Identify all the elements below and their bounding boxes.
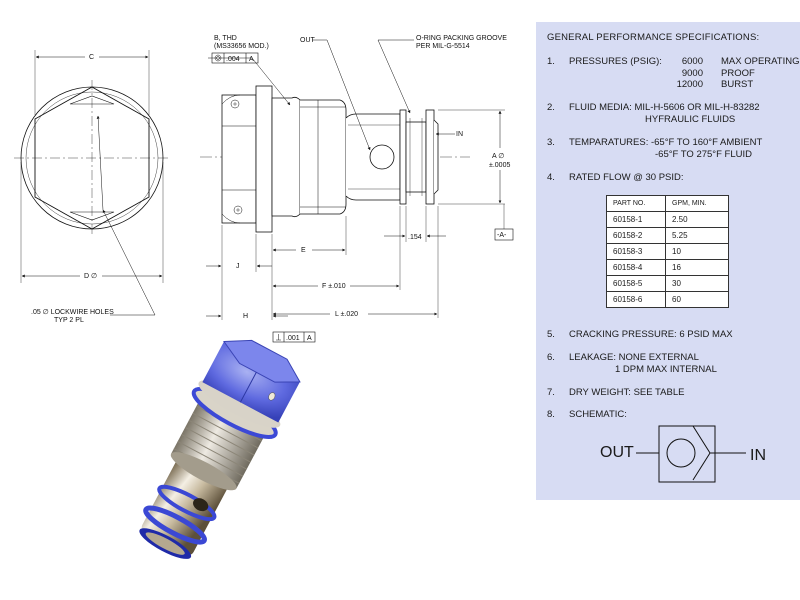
perp-tolerance-value: .001	[286, 335, 300, 342]
spec-cracking-pressure: 5. CRACKING PRESSURE: 6 PSID MAX	[547, 329, 797, 343]
spec-label-cont: HYFRAULIC FLUIDS	[645, 113, 736, 125]
spec-label: SCHEMATIC:	[569, 409, 627, 420]
schematic-box	[658, 425, 716, 483]
thread-tolerance-value: .004	[226, 56, 240, 63]
table-row: 60158-3 10	[606, 243, 729, 260]
spec-leakage: 6. LEAKAGE: NONE EXTERNAL 1 DPM MAX INTE…	[547, 352, 797, 376]
dim-c-label: C	[89, 54, 94, 61]
spec-label: FLUID MEDIA: MIL-H-5606 OR MIL-H-83282	[569, 102, 760, 113]
dim-e-label: E	[301, 247, 306, 254]
datum-a: -A-	[497, 232, 507, 239]
specifications-title: GENERAL PERFORMANCE SPECIFICATIONS:	[547, 32, 760, 43]
schematic-seat-icon	[692, 425, 711, 481]
in-port-label: IN	[456, 131, 463, 138]
spec-schematic: 8. SCHEMATIC:	[547, 409, 797, 423]
spec-label: TEMPARATURES: -65°F TO 160°F AMBIENT	[569, 137, 763, 148]
pressure-desc: BURST	[721, 79, 754, 90]
pressure-desc: MAX OPERATING	[721, 56, 800, 67]
thread-note-line2: (MS33656 MOD.)	[214, 43, 269, 50]
side-view-flange	[255, 85, 273, 233]
thread-note-line1: B, THD	[214, 35, 237, 42]
dim-a-tolerance: ±.0005	[489, 162, 510, 169]
table-row: 60158-4 16	[606, 259, 729, 276]
spec-pressures: 1. PRESSURES (PSIG): 6000 MAX OPERATING …	[547, 56, 800, 96]
schematic-in-label: IN	[750, 447, 766, 464]
pressure-desc: PROOF	[721, 67, 755, 79]
schematic-out-label: OUT	[600, 444, 634, 461]
side-view-out-port	[369, 144, 395, 170]
perp-tolerance-datum: A	[307, 335, 312, 342]
spec-label: DRY WEIGHT: SEE TABLE	[569, 387, 685, 398]
spec-number: 5.	[547, 329, 555, 340]
specifications-panel: GENERAL PERFORMANCE SPECIFICATIONS: 1. P…	[536, 22, 800, 500]
spec-number: 1.	[547, 56, 555, 67]
spec-fluid-media: 2. FLUID MEDIA: MIL-H-5606 OR MIL-H-8328…	[547, 102, 797, 126]
oring-note-line2: PER MIL-G-5514	[416, 43, 470, 50]
out-port-label: OUT	[300, 37, 316, 44]
pressure-value: 6000	[681, 56, 703, 67]
spec-number: 4.	[547, 172, 555, 183]
oring-note-line1: O-RING PACKING GROOVE	[416, 35, 507, 42]
rated-flow-table: PART NO. GPM, MIN. 60158-1 2.50 60158-2 …	[606, 195, 729, 308]
spec-rated-flow: 4. RATED FLOW @ 30 PSID:	[547, 172, 797, 186]
spec-label: RATED FLOW @ 30 PSID:	[569, 172, 684, 183]
lockwire-note-line1: .05 ∅ LOCKWIRE HOLES	[31, 309, 114, 316]
dim-d-label: D ∅	[84, 273, 97, 280]
thread-tolerance-datum: A	[249, 56, 254, 63]
valve-3d-render	[139, 339, 301, 559]
spec-number: 6.	[547, 352, 555, 363]
dim-j-label: J	[236, 263, 240, 270]
part-number-cell: 60158-6	[606, 291, 666, 308]
schematic-ball-icon	[666, 438, 696, 468]
spec-label-cont: 1 DPM MAX INTERNAL	[615, 363, 717, 375]
side-view-hex-head	[221, 94, 257, 224]
spec-dry-weight: 7. DRY WEIGHT: SEE TABLE	[547, 387, 797, 401]
dim-154-label: .154	[408, 234, 422, 241]
gpm-cell: 60	[665, 291, 729, 308]
spec-temperatures: 3. TEMPARATURES: -65°F TO 160°F AMBIENT …	[547, 137, 797, 161]
dim-f-label: F ±.010	[322, 283, 346, 290]
side-view	[200, 39, 514, 343]
spec-number: 3.	[547, 137, 555, 148]
spec-number: 8.	[547, 409, 555, 420]
spec-label: LEAKAGE: NONE EXTERNAL	[569, 352, 699, 363]
end-view	[14, 50, 170, 316]
dim-l-label: L ±.020	[335, 311, 358, 318]
check-valve-schematic	[636, 425, 746, 483]
lockwire-note-line2: TYP 2 PL	[54, 317, 84, 324]
pressure-value: 9000	[681, 67, 703, 79]
spec-number: 7.	[547, 387, 555, 398]
pressure-value: 12000	[676, 79, 703, 90]
spec-label: PRESSURES (PSIG):	[569, 56, 662, 67]
dim-h-label: H	[243, 313, 248, 320]
spec-label-cont: -65°F TO 275°F FLUID	[655, 148, 752, 160]
table-row: 60158-6 60	[606, 291, 729, 308]
side-view-thread	[271, 96, 301, 218]
spec-number: 2.	[547, 102, 555, 113]
spec-label: CRACKING PRESSURE: 6 PSID MAX	[569, 329, 733, 340]
dim-a-label: A ∅	[492, 153, 504, 160]
